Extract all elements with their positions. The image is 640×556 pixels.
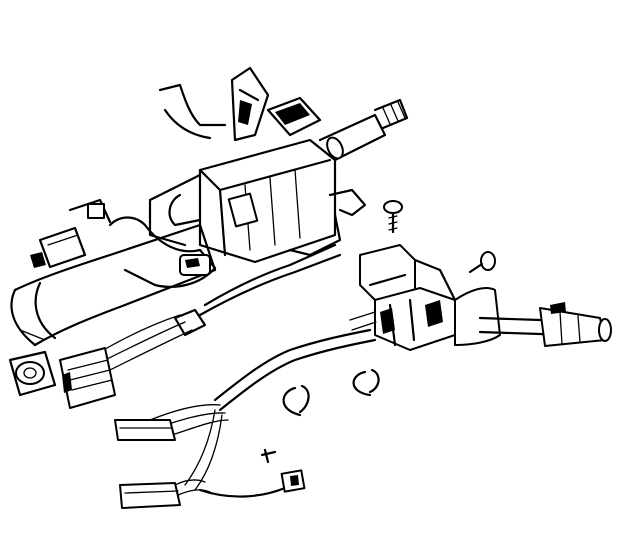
upper-steering-shaft: [318, 98, 409, 162]
turn-signal-lever: [454, 287, 612, 347]
column-end-connector: [30, 226, 87, 269]
turn-signal-switch-assembly: [349, 244, 457, 351]
upper-bracket: [158, 83, 322, 140]
tilt-lever: [230, 66, 270, 142]
lock-housing: [148, 138, 337, 264]
housing-bolt-boss: [227, 192, 259, 228]
retaining-ring-left: [282, 386, 302, 417]
wiring-harness: [94, 243, 342, 376]
mounting-screw-right: [468, 251, 496, 274]
ribbon-connector-lower: [119, 479, 211, 509]
clamp-bolt: [87, 203, 105, 219]
retaining-ring-right: [352, 370, 372, 397]
support-bracket: [288, 188, 367, 257]
ribbon-connector-upper: [114, 419, 176, 441]
harness-plug-small: [198, 469, 306, 498]
harness-connector-large: [59, 347, 116, 409]
column-clamp: [68, 198, 217, 288]
mounting-screw-upper: [383, 200, 403, 234]
lower-harness: [149, 328, 377, 491]
wire-clip: [260, 448, 277, 464]
column-mounting-bolt-hole: [15, 361, 45, 385]
